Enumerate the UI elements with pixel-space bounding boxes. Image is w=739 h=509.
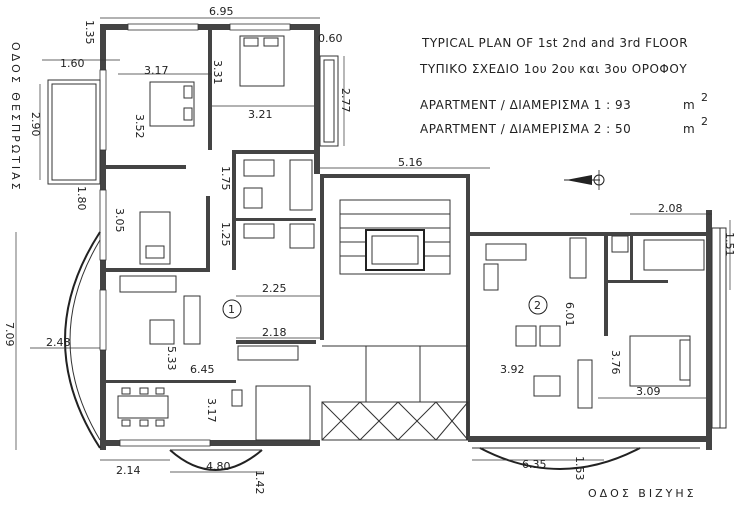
street-name-bottom: ΟΔΟΣ ΒΙΖΥΗΣ [588,487,697,500]
dimension-lines [15,17,731,473]
dim-2-25: 2.25 [262,282,287,295]
dim-1-53: 1.53 [573,456,586,481]
dim-3-92: 3.92 [500,363,525,376]
right-balcony-apt1 [319,55,339,147]
dim-3-17-top: 3.17 [144,64,169,77]
apartment-1-marker: 1 [222,299,242,319]
right-balcony-apt2 [711,227,727,429]
apartment-2-area: APARTMENT / ΔΙΑΜΕΡΙΣΜΑ 2 : 50 [420,122,631,136]
apartment-2-walls [468,210,712,450]
dim-7-09: 7.09 [3,322,16,347]
dim-1-42: 1.42 [253,470,266,495]
apartment-1-number: 1 [228,303,235,316]
north-arrow-icon [564,170,605,190]
dimension-labels: 6.95 1.35 0.60 1.60 3.17 3.31 2.77 2.90 … [3,5,736,495]
dim-3-21: 3.21 [248,108,273,121]
dim-1-75: 1.75 [219,166,232,191]
dim-2-18: 2.18 [262,326,287,339]
dim-2-08: 2.08 [658,202,683,215]
apartment-2-unit-exp: 2 [701,115,708,128]
dim-2-90: 2.90 [29,112,42,137]
apartment-1-area: APARTMENT / ΔΙΑΜΕΡΙΣΜΑ 1 : 93 [420,98,631,112]
dim-2-48: 2.48 [46,336,71,349]
shaft-cross-hatch [321,345,469,441]
bedroom-2-bed [149,81,195,127]
bottom-balcony-apt1 [169,449,263,471]
dim-3-17-bottom: 3.17 [205,398,218,423]
dim-4-80: 4.80 [206,460,231,473]
dim-3-52: 3.52 [133,114,146,139]
title-block: TYPICAL PLAN OF 1st 2nd and 3rd FLOOR ΤΥ… [419,36,708,136]
dim-6-45: 6.45 [190,363,215,376]
dim-1-80: 1.80 [75,186,88,211]
title-line-1: TYPICAL PLAN OF 1st 2nd and 3rd FLOOR [421,36,688,50]
window-openings [99,23,291,447]
apartment-1-unit-exp: 2 [701,91,708,104]
dim-3-31: 3.31 [211,60,224,85]
dim-6-95: 6.95 [209,5,234,18]
title-line-2: ΤΥΠΙΚΟ ΣΧΕΔΙΟ 1ου 2ου και 3ου ΟΡΟΦΟΥ [419,62,687,76]
apartment-2-marker: 2 [528,295,548,315]
dining-table [117,387,169,427]
stair-core [320,174,470,440]
bedroom-1-bed [239,35,285,87]
apartment-2-unit: m [683,122,695,136]
dim-0-60: 0.60 [318,32,343,45]
apartment-2-number: 2 [534,299,541,312]
dim-6-35: 6.35 [522,458,547,471]
bedroom-3-bed [139,211,171,265]
left-balcony-curved [64,231,101,449]
dim-3-05: 3.05 [113,208,126,233]
dim-2-14: 2.14 [116,464,141,477]
dim-3-76: 3.76 [609,350,622,375]
apartment-1-unit: m [683,98,695,112]
dim-1-25: 1.25 [219,222,232,247]
dim-3-09: 3.09 [636,385,661,398]
bottom-balcony-apt2 [472,447,700,470]
left-balcony-top [47,79,101,185]
living-room-furniture [119,275,201,345]
dim-1-51: 1.51 [723,232,736,257]
furniture-apt2 [483,235,705,409]
bathroom-fixtures-apt1 [243,159,315,249]
street-name-left: ΟΔΟΣ ΘΕΣΠΡΩΤΙΑΣ [9,42,22,193]
kitchen-counter-apt1 [231,345,311,441]
dim-5-16: 5.16 [398,156,423,169]
dim-5-33: 5.33 [165,346,178,371]
dim-1-35: 1.35 [83,20,96,45]
dim-6-01: 6.01 [563,302,576,327]
dim-2-77: 2.77 [339,88,352,113]
dim-1-60: 1.60 [60,57,85,70]
